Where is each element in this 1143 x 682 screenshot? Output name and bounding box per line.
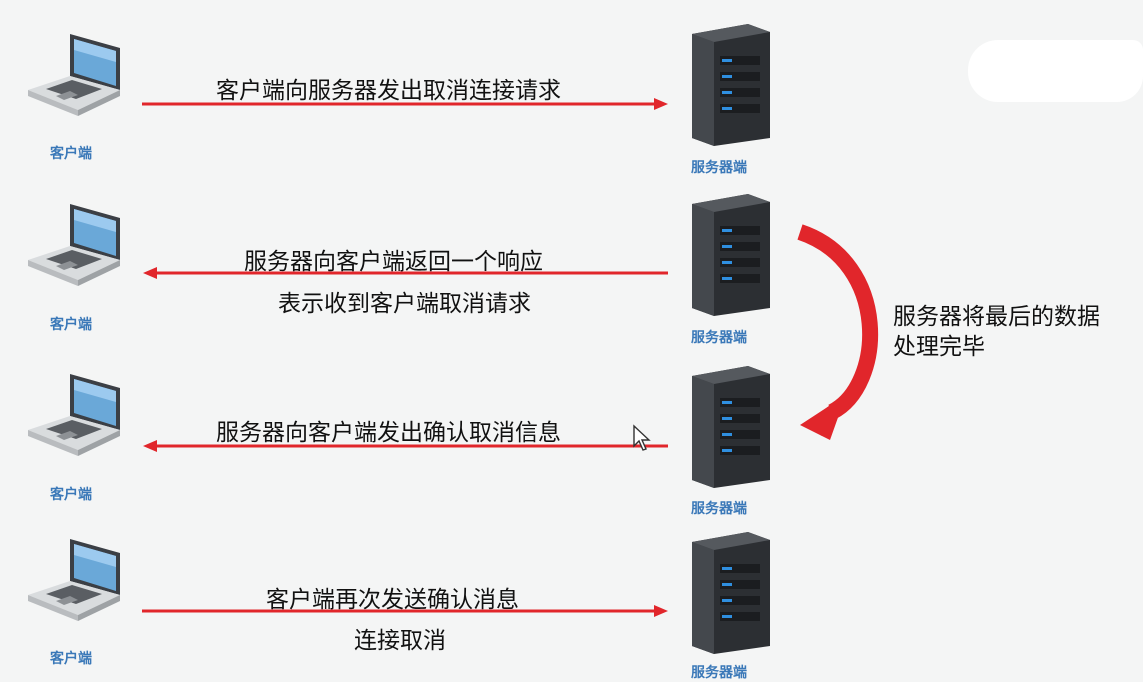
server-icon-3 (688, 362, 774, 490)
client-laptop-icon-3 (20, 368, 132, 468)
client-label: 客户端 (50, 317, 92, 333)
server-label: 服务器端 (691, 330, 747, 346)
server-label: 服务器端 (691, 160, 747, 176)
server-icon-4 (688, 528, 774, 656)
client-laptop-icon-2 (20, 198, 132, 298)
client-label: 客户端 (50, 146, 92, 162)
message-2-line-2: 表示收到客户端取消请求 (278, 291, 531, 317)
message-2-line-1: 服务器向客户端返回一个响应 (244, 249, 543, 275)
message-1-line-1: 客户端向服务器发出取消连接请求 (216, 78, 561, 104)
arrow-server-to-client-2 (143, 267, 668, 279)
arrow-client-to-server-4 (142, 605, 668, 617)
server-label: 服务器端 (691, 501, 747, 517)
client-label: 客户端 (50, 651, 92, 667)
message-4-line-2: 连接取消 (354, 628, 446, 654)
message-3-line-1: 服务器向客户端发出确认取消信息 (216, 420, 561, 446)
client-laptop-icon-4 (20, 533, 132, 633)
side-note-line-1: 服务器将最后的数据 (893, 304, 1100, 330)
white-blob-overlay (968, 40, 1143, 102)
client-laptop-icon-1 (20, 28, 132, 128)
side-note-line-2: 处理完毕 (893, 334, 985, 360)
server-icon-1 (688, 20, 774, 148)
mouse-cursor-icon (632, 424, 652, 456)
arrow-server-to-client-3 (143, 440, 668, 452)
server-label: 服务器端 (691, 665, 747, 681)
client-label: 客户端 (50, 487, 92, 503)
curved-processing-arrow (797, 224, 879, 440)
server-icon-2 (688, 190, 774, 318)
arrow-client-to-server-1 (142, 98, 668, 110)
message-4-line-1: 客户端再次发送确认消息 (266, 587, 519, 613)
